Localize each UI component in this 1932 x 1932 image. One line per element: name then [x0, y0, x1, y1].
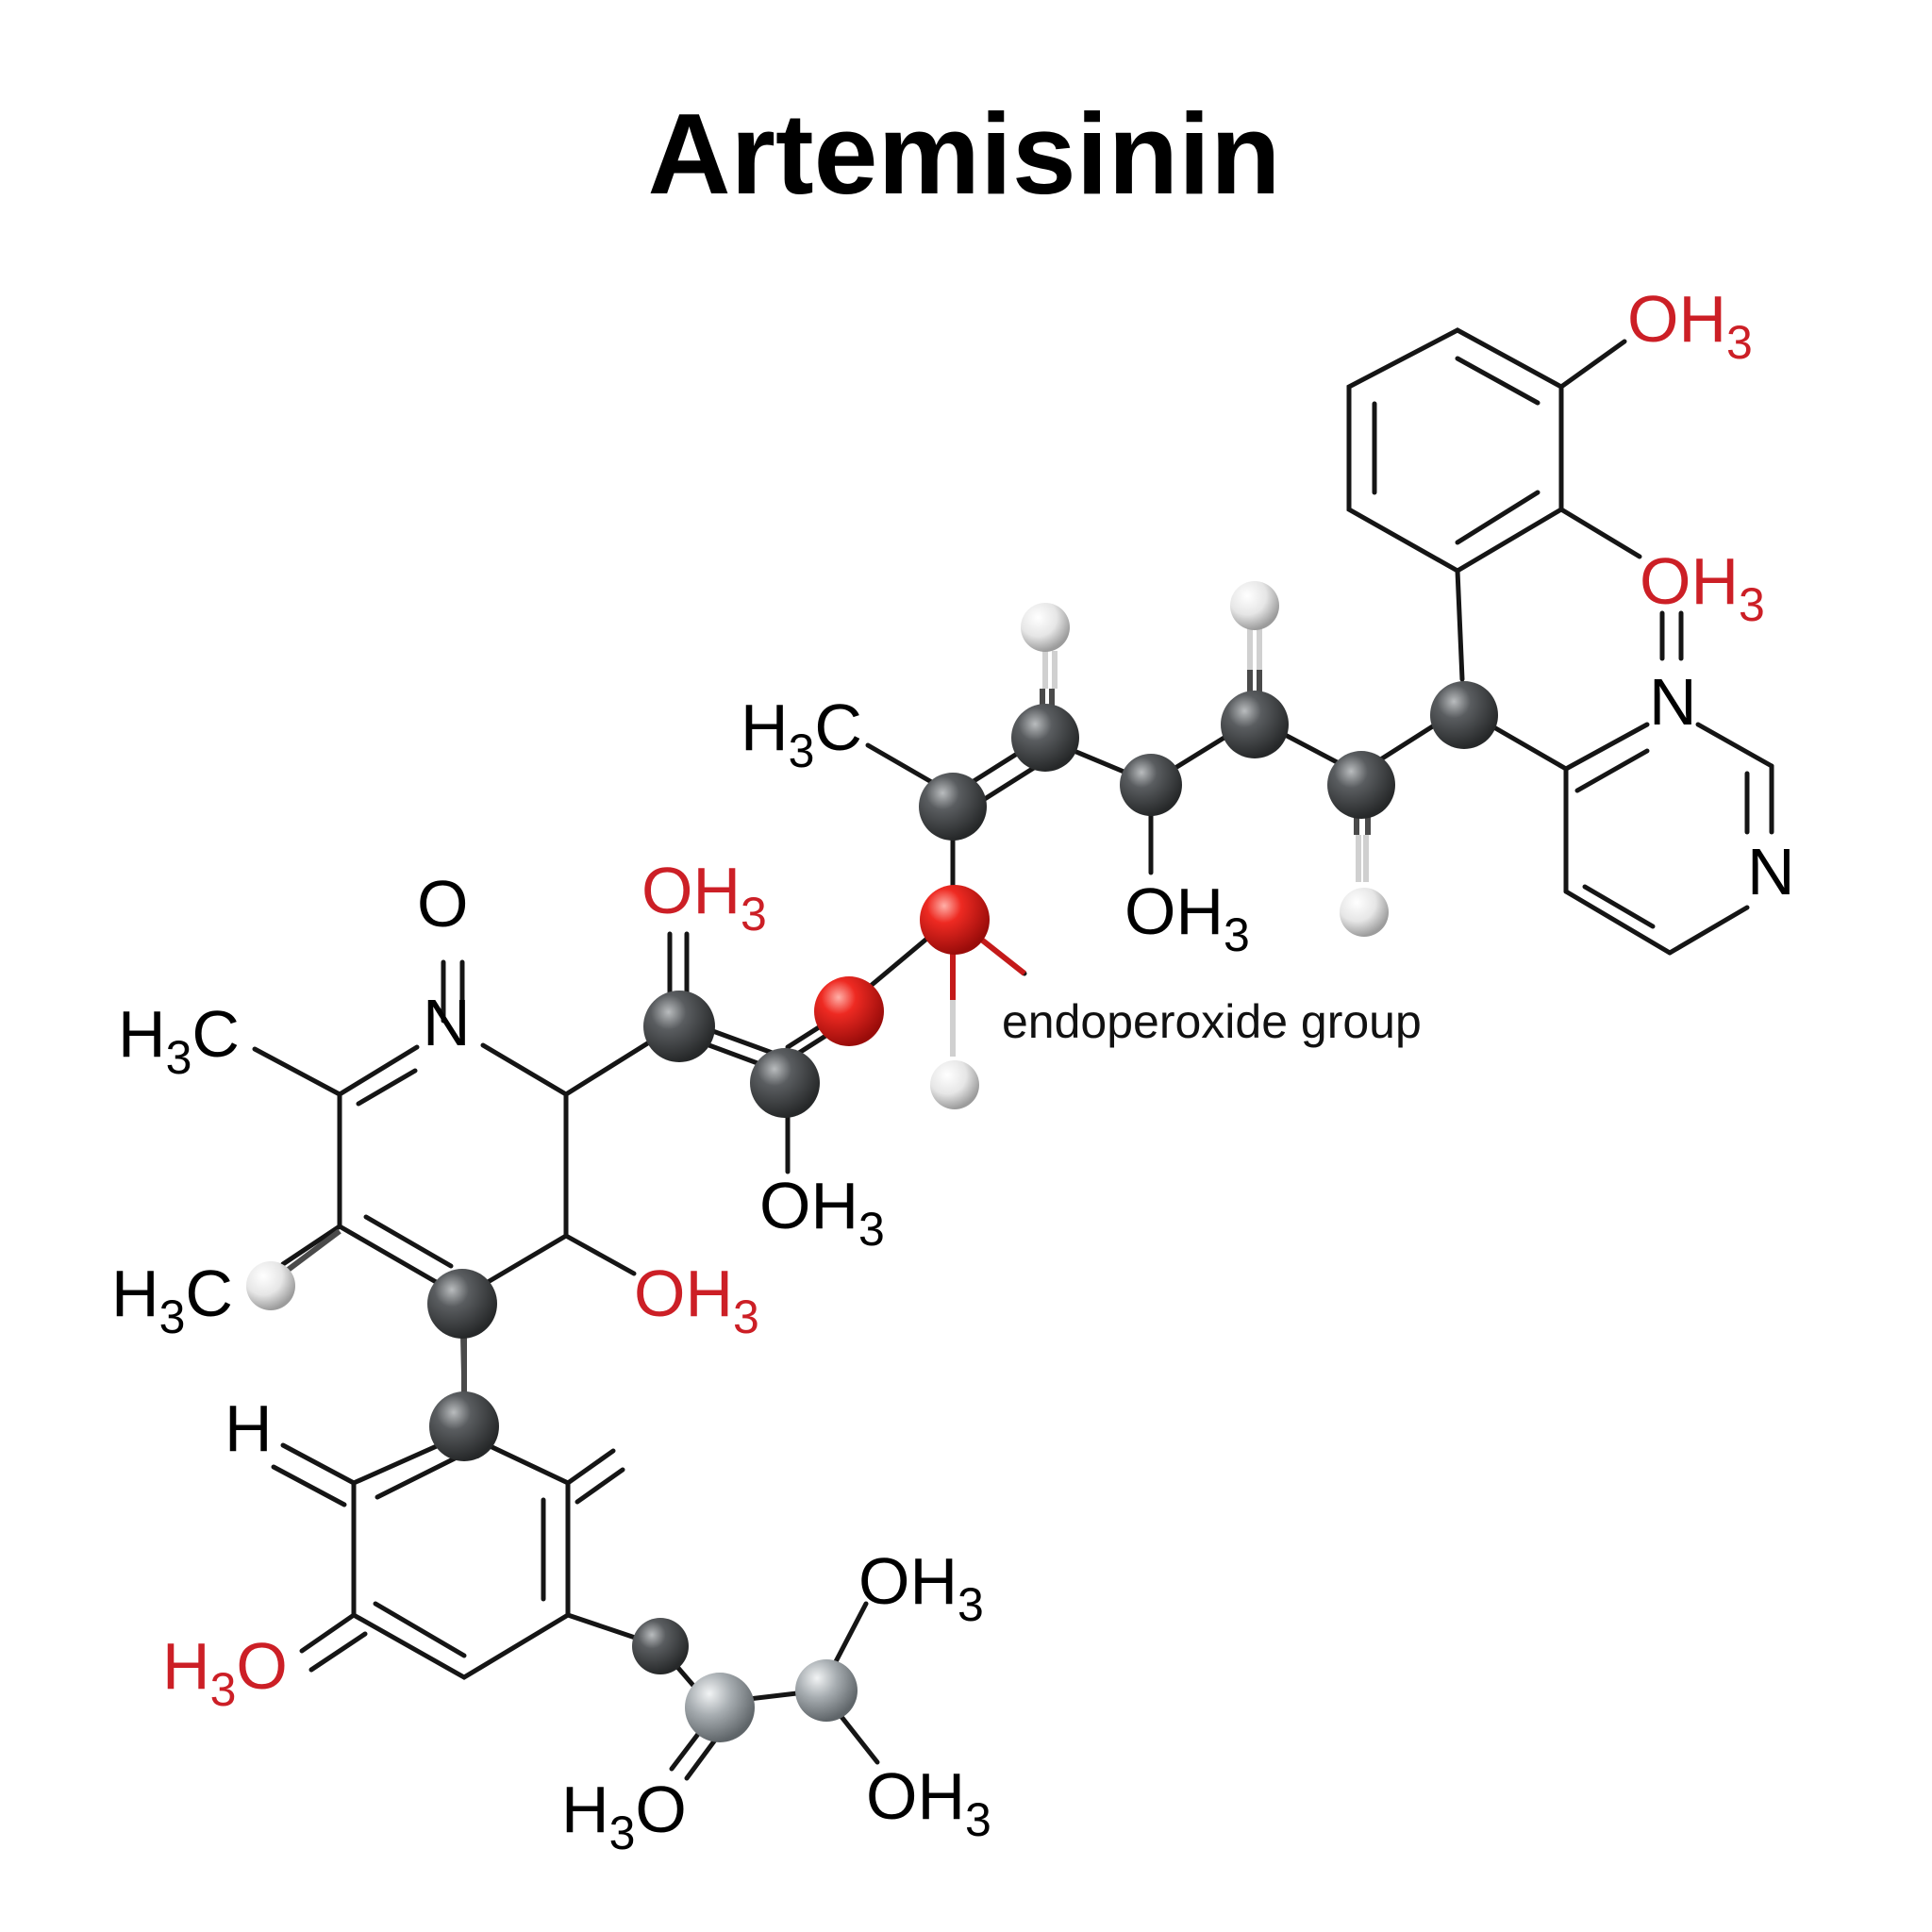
benzene-ring-bottom — [351, 1431, 571, 1680]
label-oh3-below-chain: OH3 — [759, 1169, 885, 1256]
carbon-atom — [429, 1391, 499, 1461]
carbon-atom — [1221, 691, 1289, 758]
bond-lines — [252, 327, 1774, 1781]
label-h3c-top-left: H3C — [118, 997, 240, 1084]
label-h3o-bottom: H3O — [561, 1773, 687, 1859]
carbon-atom — [643, 991, 715, 1062]
label-h-left: H — [225, 1391, 273, 1465]
carbon-atom — [1430, 681, 1498, 749]
label-oh3-top-right: OH3 — [1627, 282, 1753, 369]
oxygen-atom — [814, 976, 884, 1046]
diagram-title: Artemisinin — [647, 90, 1280, 218]
label-oh3-red-mid: OH3 — [641, 854, 767, 941]
carbon-atom-light — [685, 1673, 755, 1742]
hydrogen-atom — [1230, 581, 1279, 630]
benzene-ring-top-right — [1346, 327, 1564, 574]
atom-labels: OH3 OH3 N N H3C OH3 O OH3 H3C N OH3 H3C … — [111, 282, 1795, 1859]
label-oh3-red-left-ring: OH3 — [634, 1257, 759, 1343]
carbon-atom — [750, 1048, 820, 1118]
carbon-atom — [919, 773, 987, 841]
hydrogen-atom — [930, 1060, 979, 1109]
carbon-atom-light — [795, 1659, 858, 1722]
hydrogen-atom — [246, 1261, 295, 1310]
atom-spheres — [246, 581, 1498, 1742]
label-oh3-bottom-right-top: OH3 — [858, 1544, 984, 1631]
label-oh3-chain-mid: OH3 — [1124, 874, 1250, 961]
carbon-atom — [632, 1618, 689, 1674]
label-n-left-ring: N — [423, 986, 471, 1059]
label-h3c-chain: H3C — [741, 691, 862, 777]
carbon-atom — [427, 1269, 497, 1339]
hydrogen-atom — [1021, 603, 1070, 652]
carbon-atom — [1120, 754, 1182, 816]
label-n-pyrimidine-right: N — [1747, 835, 1795, 908]
label-h3o-red-bottom-left: H3O — [162, 1629, 288, 1716]
endoperoxide-annotation: endoperoxide group — [1002, 995, 1422, 1048]
label-o-top-left: O — [417, 867, 468, 941]
oxygen-atom — [920, 885, 990, 955]
label-oh3-bottom-right-bottom: OH3 — [866, 1759, 991, 1846]
label-oh3-right-ring: OH3 — [1640, 544, 1765, 631]
label-h3c-mid-left: H3C — [111, 1257, 233, 1343]
hydrogen-atom — [1340, 888, 1389, 937]
carbon-atom — [1327, 751, 1395, 819]
carbon-atom — [1011, 704, 1079, 772]
label-n-pyrimidine-top: N — [1649, 665, 1697, 739]
